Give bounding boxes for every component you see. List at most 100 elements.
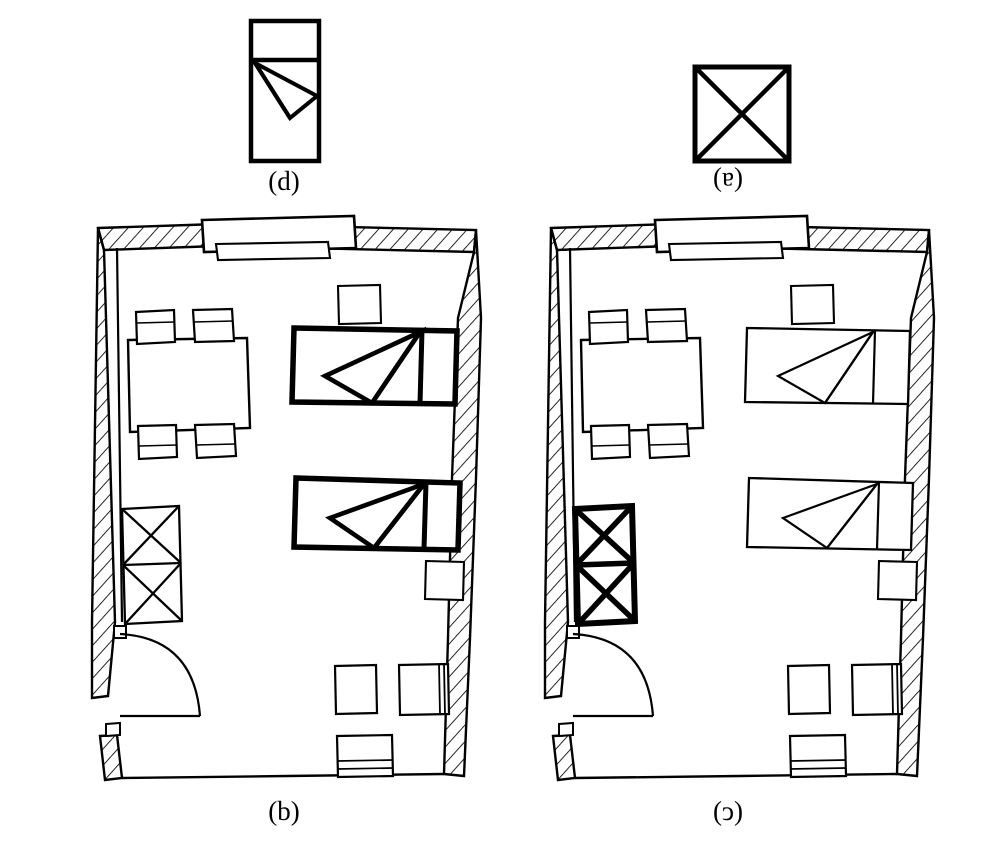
sofa-x1b	[122, 505, 180, 566]
sofa-x2b	[575, 561, 637, 626]
chair-br-back	[195, 443, 236, 446]
bed-lower-fan-ray	[372, 482, 426, 550]
dining-chair-bottom-left	[136, 423, 179, 461]
floor-line-bottom	[574, 772, 898, 780]
balcony-window-top	[200, 214, 358, 262]
bed-lower	[745, 476, 915, 552]
nightstand-upper	[336, 283, 383, 326]
panel-d-bed-template	[248, 18, 324, 164]
floorplan-c-svg	[543, 214, 936, 782]
chair-tr-back	[646, 320, 687, 323]
bed-template-vertical-svg	[248, 18, 322, 164]
panel-c-floorplan-sofa-bold	[543, 214, 936, 783]
sofa-x2b	[124, 562, 182, 625]
caption-d: (d)	[224, 166, 344, 197]
dining-chair-bottom-left	[589, 423, 632, 461]
cabinet-bottom	[335, 733, 395, 779]
cabinet-shelf-2	[336, 767, 394, 770]
chair-bl-back	[591, 444, 631, 447]
bed-upper-pillow-divider	[417, 329, 425, 405]
cabinet-shelf-2	[789, 767, 847, 770]
panel-b-floorplan-beds-bold	[90, 214, 483, 783]
door-swing-left	[558, 625, 655, 738]
door-swing-arc	[119, 632, 202, 717]
door-hinge-jamb-top	[566, 625, 580, 639]
caption-d-text: (d)	[268, 166, 300, 196]
seat-template-square-svg	[692, 64, 792, 164]
dining-chair-top-left	[587, 308, 630, 346]
chair-bl-back	[138, 444, 178, 447]
bed-upper	[743, 326, 912, 406]
dining-table	[126, 336, 252, 434]
window-sill	[214, 240, 332, 262]
bed-upper-fan-ray	[824, 331, 874, 404]
bed-upper	[289, 325, 460, 407]
sofa-seat-divider	[122, 561, 182, 567]
nightstand-upper	[789, 283, 836, 326]
armchair-bottom-right	[397, 662, 451, 717]
caption-a-text: (a)	[713, 167, 743, 197]
door-swing-left	[105, 625, 202, 738]
cabinet-shelf-1	[789, 759, 847, 762]
exterior-wall-left	[90, 227, 117, 700]
exterior-wall-left-lower	[551, 733, 577, 782]
nightstand-lower	[423, 559, 466, 602]
exterior-wall-left	[543, 227, 570, 700]
armchair-arm-2	[443, 663, 446, 716]
bed-fan-ray	[253, 61, 292, 120]
nightstand-lower	[876, 559, 919, 602]
sofa-x1b	[574, 504, 634, 567]
bed-lower-pillow-divider	[421, 481, 429, 550]
bed-upper-fan-ray	[370, 330, 422, 405]
armchair-arm-1	[891, 663, 894, 716]
bed-lower-outline	[291, 475, 463, 553]
window-sill	[667, 240, 785, 262]
exterior-wall-left-lower	[98, 733, 124, 782]
armchair-arm-2	[896, 663, 899, 716]
seat-diagonal-2	[694, 66, 790, 162]
bed-lower-fan-ray	[826, 483, 878, 549]
dining-set-group	[579, 307, 705, 461]
armchair-bottom-right	[850, 662, 904, 717]
side-table-small	[786, 663, 832, 716]
sofa-seat-divider	[575, 560, 635, 568]
bed-upper-outline	[289, 325, 460, 407]
door-hinge-jamb-bottom	[105, 721, 121, 738]
dining-chair-bottom-right	[646, 422, 691, 460]
cabinet-bottom	[788, 733, 848, 779]
balcony-window-top	[653, 214, 811, 262]
sofa-two-seat	[120, 504, 184, 626]
bed-upper-outline	[743, 326, 912, 406]
armchair-arm-1	[438, 663, 441, 716]
dining-chair-top-right	[644, 307, 689, 344]
chair-tl-back	[589, 321, 628, 324]
bottom-right-furniture-cluster	[786, 662, 904, 779]
chair-br-back	[648, 443, 689, 446]
dining-chair-top-left	[134, 308, 177, 346]
dining-table	[579, 336, 705, 434]
bed-lower	[291, 475, 463, 553]
caption-a: (a)	[668, 166, 788, 197]
chair-tl-back	[136, 321, 175, 324]
cabinet-shelf-1	[336, 759, 394, 762]
chair-tr-back	[193, 320, 234, 323]
dining-set-group	[126, 307, 252, 461]
panel-a-seat-template	[692, 64, 792, 164]
bed-lower-pillow-divider	[875, 481, 881, 550]
bed-lower-outline	[745, 476, 915, 552]
caption-b-text: (b)	[268, 796, 300, 826]
sofa-two-seat	[571, 502, 639, 628]
floor-line-bottom	[121, 772, 445, 780]
bed-upper-pillow-divider	[871, 329, 877, 405]
door-swing-arc	[572, 632, 655, 717]
caption-c-text: (c)	[713, 796, 743, 826]
caption-b: (b)	[224, 796, 344, 827]
caption-c: (c)	[668, 796, 788, 827]
side-table-small	[333, 663, 379, 716]
bottom-right-furniture-cluster	[333, 662, 451, 779]
floorplan-b-svg	[90, 214, 483, 782]
door-hinge-jamb-top	[113, 625, 127, 639]
dining-chair-top-right	[191, 307, 236, 344]
dining-chair-bottom-right	[193, 422, 238, 460]
